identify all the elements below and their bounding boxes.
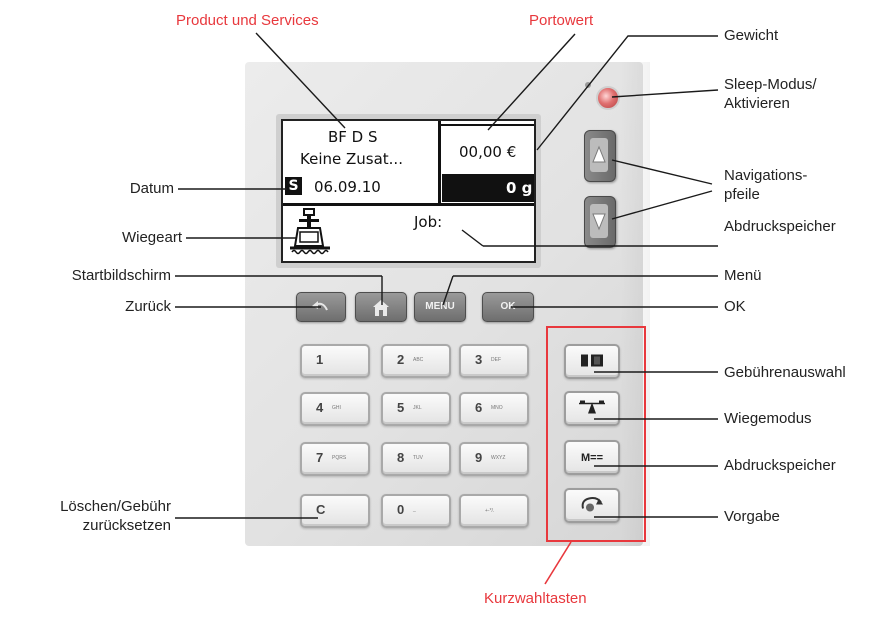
power-icon[interactable] xyxy=(596,86,620,110)
numpad-key[interactable]: 1 xyxy=(300,344,370,378)
numpad-key[interactable]: C xyxy=(300,494,370,528)
callout-navigation-line2: pfeile xyxy=(724,186,760,203)
numpad-key-letters: JKL xyxy=(413,405,422,411)
callout-product-services: Product und Services xyxy=(176,12,319,29)
callout-navigation-line1: Navigations- xyxy=(724,167,808,184)
print-memory-label: M== xyxy=(580,451,604,464)
fee-selection-button[interactable] xyxy=(564,344,620,379)
numpad-key-letters: MNO xyxy=(491,405,503,411)
numpad-key-letters: DEF xyxy=(491,357,501,363)
fee-selection-icon xyxy=(580,352,604,371)
callout-kurzwahltasten: Kurzwahltasten xyxy=(484,590,587,607)
home-button[interactable] xyxy=(355,292,407,322)
numpad-key-digit: 1 xyxy=(316,352,324,367)
callout-zurueck: Zurück xyxy=(125,298,171,315)
quick-keys-frame xyxy=(546,326,646,542)
numpad-key[interactable]: 7 PQRS xyxy=(300,442,370,476)
display-date: 06.09.10 xyxy=(314,178,381,196)
callout-menue: Menü xyxy=(724,267,762,284)
display-divider xyxy=(283,203,534,206)
display-value: 00,00 € xyxy=(459,143,517,161)
callout-abdruckspeicher-bottom: Abdruckspeicher xyxy=(724,457,836,474)
preset-icon xyxy=(579,494,605,517)
numpad-key-letters: ABC xyxy=(413,357,424,363)
callout-vorgabe: Vorgabe xyxy=(724,508,780,525)
numpad-key[interactable]: 3 DEF xyxy=(459,344,529,378)
numpad-key-digit: 4 xyxy=(316,400,324,415)
display-date-indicator: S xyxy=(285,177,302,195)
numpad-key-digit: 6 xyxy=(475,400,483,415)
callout-portowert: Portowert xyxy=(529,12,594,29)
callout-sleep-line1: Sleep-Modus/ xyxy=(724,76,817,93)
numpad-key[interactable]: +-*/. xyxy=(459,494,529,528)
display-product-line: BF D S xyxy=(328,128,378,146)
display-column-divider xyxy=(438,121,441,203)
numpad-key-letters: WXYZ xyxy=(491,455,506,461)
numpad-key[interactable]: 2 ABC xyxy=(381,344,451,378)
numpad-key-digit: 7 xyxy=(316,450,324,465)
callout-wiegeart: Wiegeart xyxy=(121,229,182,246)
numpad-key-digit: 0 xyxy=(397,502,405,517)
callout-loeschen-line1: Löschen/Gebühr xyxy=(60,498,171,515)
display-weight: 0 g xyxy=(506,179,533,197)
numpad-key-letters: GHI xyxy=(332,405,341,411)
weighing-mode-button[interactable] xyxy=(564,391,620,426)
callout-datum: Datum xyxy=(129,180,174,197)
numpad-key[interactable]: 4 GHI xyxy=(300,392,370,426)
display-services-line: Keine Zusat... xyxy=(300,150,403,168)
callout-ok: OK xyxy=(724,298,746,315)
numpad-key[interactable]: 6 MNO xyxy=(459,392,529,426)
value-frame-top xyxy=(438,124,534,126)
nav-down-button[interactable] xyxy=(584,196,616,248)
numpad-key-digit: 3 xyxy=(475,352,483,367)
callout-gebuehrenauswahl: Gebührenauswahl xyxy=(724,364,846,381)
scale-icon xyxy=(286,208,334,265)
numpad-key-letters: PQRS xyxy=(332,455,347,461)
menu-button[interactable]: MENU xyxy=(414,292,466,322)
numpad-key[interactable]: 8 TUV xyxy=(381,442,451,476)
home-icon xyxy=(371,300,391,321)
callout-abdruckspeicher-top: Abdruckspeicher xyxy=(724,218,836,235)
nav-up-button[interactable] xyxy=(584,130,616,182)
arrow-up-icon xyxy=(590,138,608,172)
numpad-key-digit: 8 xyxy=(397,450,405,465)
numpad-key-letters: TUV xyxy=(413,455,423,461)
numpad-key-digit: 9 xyxy=(475,450,483,465)
callout-sleep-line2: Aktivieren xyxy=(724,95,790,112)
callout-startbildschirm: Startbildschirm xyxy=(71,267,171,284)
display-weight-bar xyxy=(442,174,534,202)
numpad-key-letters: +-*/. xyxy=(485,508,495,514)
display-job-label: Job: xyxy=(414,213,443,231)
numpad-key-digit: 5 xyxy=(397,400,405,415)
numpad-key[interactable]: 9 WXYZ xyxy=(459,442,529,476)
numpad-key-letters: _ xyxy=(413,507,416,513)
callout-gewicht: Gewicht xyxy=(724,27,779,44)
numpad-key-digit: C xyxy=(316,502,326,517)
numpad-key-digit: 2 xyxy=(397,352,405,367)
print-memory-button[interactable]: M== xyxy=(564,440,620,475)
arrow-down-icon xyxy=(590,204,608,238)
weighing-mode-icon xyxy=(577,398,607,419)
callout-wiegemodus: Wiegemodus xyxy=(724,410,812,427)
numpad-key[interactable]: 5 JKL xyxy=(381,392,451,426)
numpad-key[interactable]: 0_ xyxy=(381,494,451,528)
callout-loeschen-line2: zurücksetzen xyxy=(82,517,171,534)
